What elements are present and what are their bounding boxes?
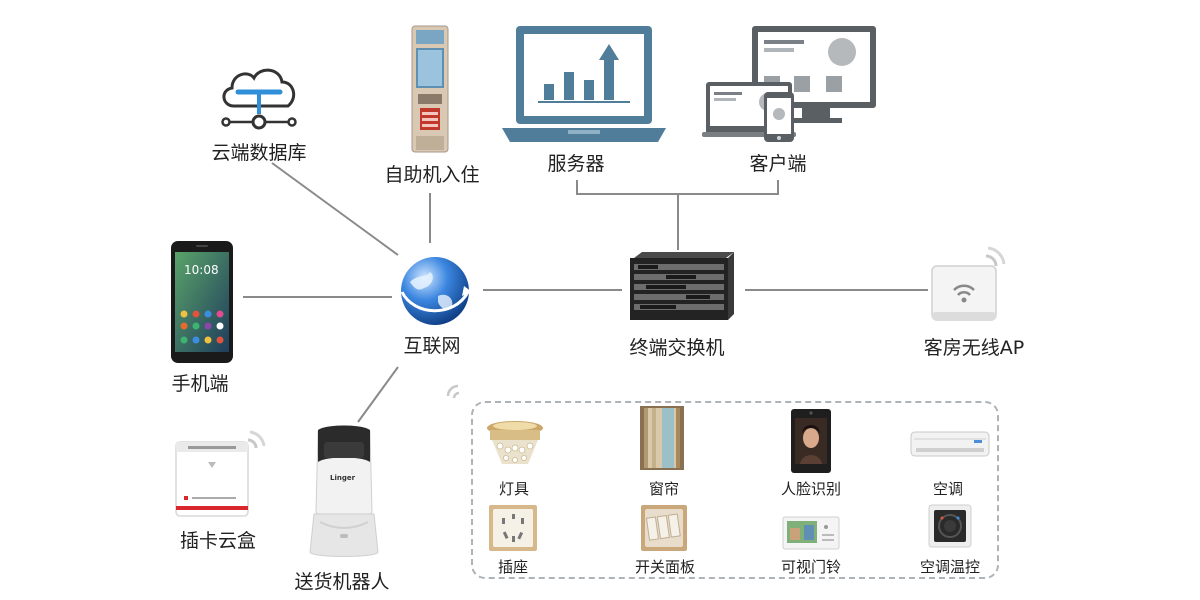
server-label: 服务器 xyxy=(547,153,605,175)
smartphone-icon: 10:08 xyxy=(171,241,233,363)
globe-icon xyxy=(400,257,472,325)
device-label-curtain: 窗帘 xyxy=(648,480,680,498)
wifi-signal-icon xyxy=(446,384,460,399)
device-label-face: 人脸识别 xyxy=(780,480,842,498)
device-label-switch-panel: 开关面板 xyxy=(634,558,696,576)
card-box-label: 插卡云盒 xyxy=(179,530,257,552)
device-label-thermostat: 空调温控 xyxy=(919,558,981,576)
device-label-socket: 插座 xyxy=(497,558,529,576)
wireless-ap-icon xyxy=(931,246,1006,321)
phone-label: 手机端 xyxy=(171,373,229,395)
internet-label: 互联网 xyxy=(403,335,461,357)
server-node xyxy=(498,22,670,148)
robot-node: Linger xyxy=(306,422,382,562)
ap-node xyxy=(926,240,1010,324)
device-label-ac: 空调 xyxy=(932,480,964,498)
self-service-kiosk-icon xyxy=(411,25,449,153)
cloud-database-node xyxy=(218,62,300,132)
ap-label: 客房无线AP xyxy=(923,337,1025,359)
line-cloud-internet xyxy=(271,162,399,256)
kiosk-node xyxy=(408,24,452,154)
cloud-database-label: 云端数据库 xyxy=(211,142,307,164)
power-socket-icon xyxy=(489,505,537,551)
smart-devices-panel xyxy=(471,401,999,579)
line-internet-robot xyxy=(357,366,399,423)
face-recognition-icon xyxy=(791,409,831,473)
cloud-database-icon xyxy=(221,68,297,130)
chandelier-icon xyxy=(487,421,543,464)
device-label-doorbell: 可视门铃 xyxy=(780,558,842,576)
client-node xyxy=(702,26,878,146)
client-label: 客户端 xyxy=(749,153,807,175)
device-label-lamp: 灯具 xyxy=(498,480,530,498)
phone-node: 10:08 xyxy=(170,240,234,364)
card-box-node xyxy=(172,426,268,520)
robot-brand: Linger xyxy=(330,474,356,482)
robot-label: 送货机器人 xyxy=(294,571,390,593)
internet-node xyxy=(396,252,474,330)
thermostat-icon xyxy=(928,504,972,548)
server-laptop-icon xyxy=(502,26,666,142)
card-slot-box-icon xyxy=(175,430,266,517)
curtain-icon xyxy=(640,406,684,470)
phone-clock: 10:08 xyxy=(184,263,219,277)
video-doorbell-icon xyxy=(782,516,840,550)
kiosk-label: 自助机入住 xyxy=(384,164,480,186)
client-devices-icon xyxy=(702,26,876,142)
switch-node xyxy=(626,250,738,324)
switch-panel-icon xyxy=(641,505,687,551)
delivery-robot-icon: Linger xyxy=(309,425,379,557)
network-switch-icon xyxy=(630,252,734,320)
switch-label: 终端交换机 xyxy=(629,337,725,359)
line-server-client-bracket xyxy=(576,180,779,195)
air-conditioner-icon xyxy=(910,431,990,457)
